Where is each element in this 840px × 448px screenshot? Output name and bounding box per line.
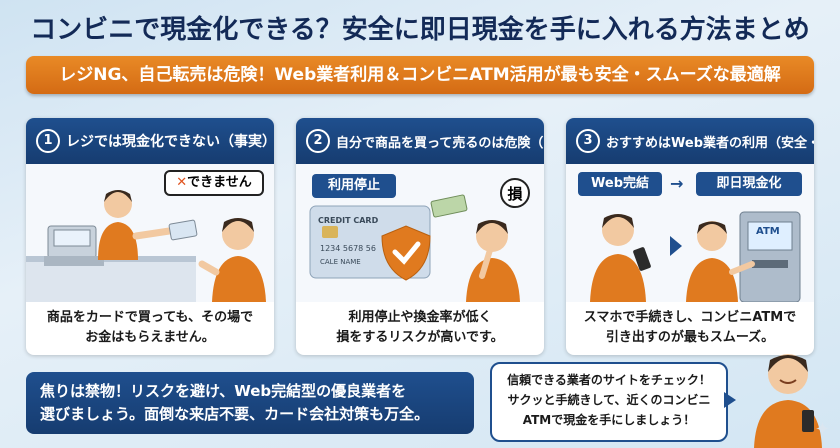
panel-heading-text: レジでは現金化できない（事実） [66,134,274,150]
caption-line: 損をするリスクが高いです。 [336,330,504,345]
panel-number: 3 [576,129,600,153]
advice-line: サクッと手続きして、近くのコンビニ [507,393,711,407]
bubble-tail [724,392,736,408]
advice-line: 信頼できる業者のサイトをチェック！ [507,373,711,387]
panel-number: 2 [306,129,330,153]
advice-line: ATMで現金を手にしましょう！ [522,413,696,427]
panel-heading: 2 自分で商品を買って売るのは危険（リスク） [296,118,544,164]
panel-heading-text: 自分で商品を買って売るのは危険（リスク） [336,135,544,151]
card-label: CREDIT CARD [318,216,379,225]
summary-line: 焦りは禁物！リスクを避け、Web完結型の優良業者を [40,382,407,400]
smiling-man-icon [754,354,822,448]
card-number: 1234 5678 56 [320,244,376,253]
web-atm-illustration: Web完結 → 即日現金化 ATM [566,164,814,303]
page-title: コンビニで現金化できる？安全に即日現金を手に入れる方法まとめ [30,15,810,45]
web-atm-scene-icon [590,211,801,303]
speech-bubble: ✕できません [164,170,264,196]
speech-text: できません [187,175,252,190]
loss-bubble: 損 [500,178,530,208]
arrow-right-icon: → [670,174,684,193]
summary-box: 焦りは禁物！リスクを避け、Web完結型の優良業者を 選びましょう。面倒な来店不要… [26,372,474,434]
caption-line: 商品をカードで買っても、その場で [46,310,254,325]
caption-line: 引き出すのが最もスムーズ。 [605,330,775,345]
panel-caption: スマホで手続きし、コンビニATMで 引き出すのが最もスムーズ。 [566,308,814,352]
sparkle-icon: ✦ [814,419,830,440]
panel-number: 1 [36,129,60,153]
panel-web-service: 3 おすすめはWeb業者の利用（安全・最適） Web完結 → 即日現金化 ATM… [566,118,814,355]
risk-illustration: 利用停止 CREDIT CARD 1234 5678 56 CALE NAME … [296,164,544,302]
advice-bubble: 信頼できる業者のサイトをチェック！ サクッと手続きして、近くのコンビニ ATMで… [490,362,728,442]
caption-line: スマホで手続きし、コンビニATMで [583,310,797,325]
panel-resale-risk: 2 自分で商品を買って売るのは危険（リスク） 利用停止 CREDIT CARD … [296,118,544,355]
caption-line: 利用停止や換金率が低く [348,310,492,325]
panel-heading-text: おすすめはWeb業者の利用（安全・最適） [606,135,814,151]
caption-line: お金はもらえません。 [85,330,215,345]
cross-icon: ✕ [176,175,188,190]
card-name: CALE NAME [320,258,361,266]
panel-heading: 1 レジでは現金化できない（事実） [26,118,274,164]
subtitle-banner: レジNG、自己転売は危険！Web業者利用＆コンビニATM活用が最も安全・スムーズ… [26,56,814,94]
step-cash-tag: 即日現金化 [696,172,802,196]
step-web-tag: Web完結 [578,172,662,196]
panel-caption: 利用停止や換金率が低く 損をするリスクが高いです。 [296,308,544,352]
register-scene-icon [26,190,266,302]
panel-caption: 商品をカードで買っても、その場で お金はもらえません。 [26,308,274,352]
panel-register: 1 レジでは現金化できない（事実） ✕できません [26,118,274,355]
atm-label: ATM [756,226,780,237]
panel-heading: 3 おすすめはWeb業者の利用（安全・最適） [566,118,814,164]
suspension-tag: 利用停止 [312,174,396,198]
risk-scene-icon [309,194,520,302]
register-illustration: ✕できません [26,164,274,302]
summary-line: 選びましょう。面倒な来店不要、カード会社対策も万全。 [40,405,430,423]
